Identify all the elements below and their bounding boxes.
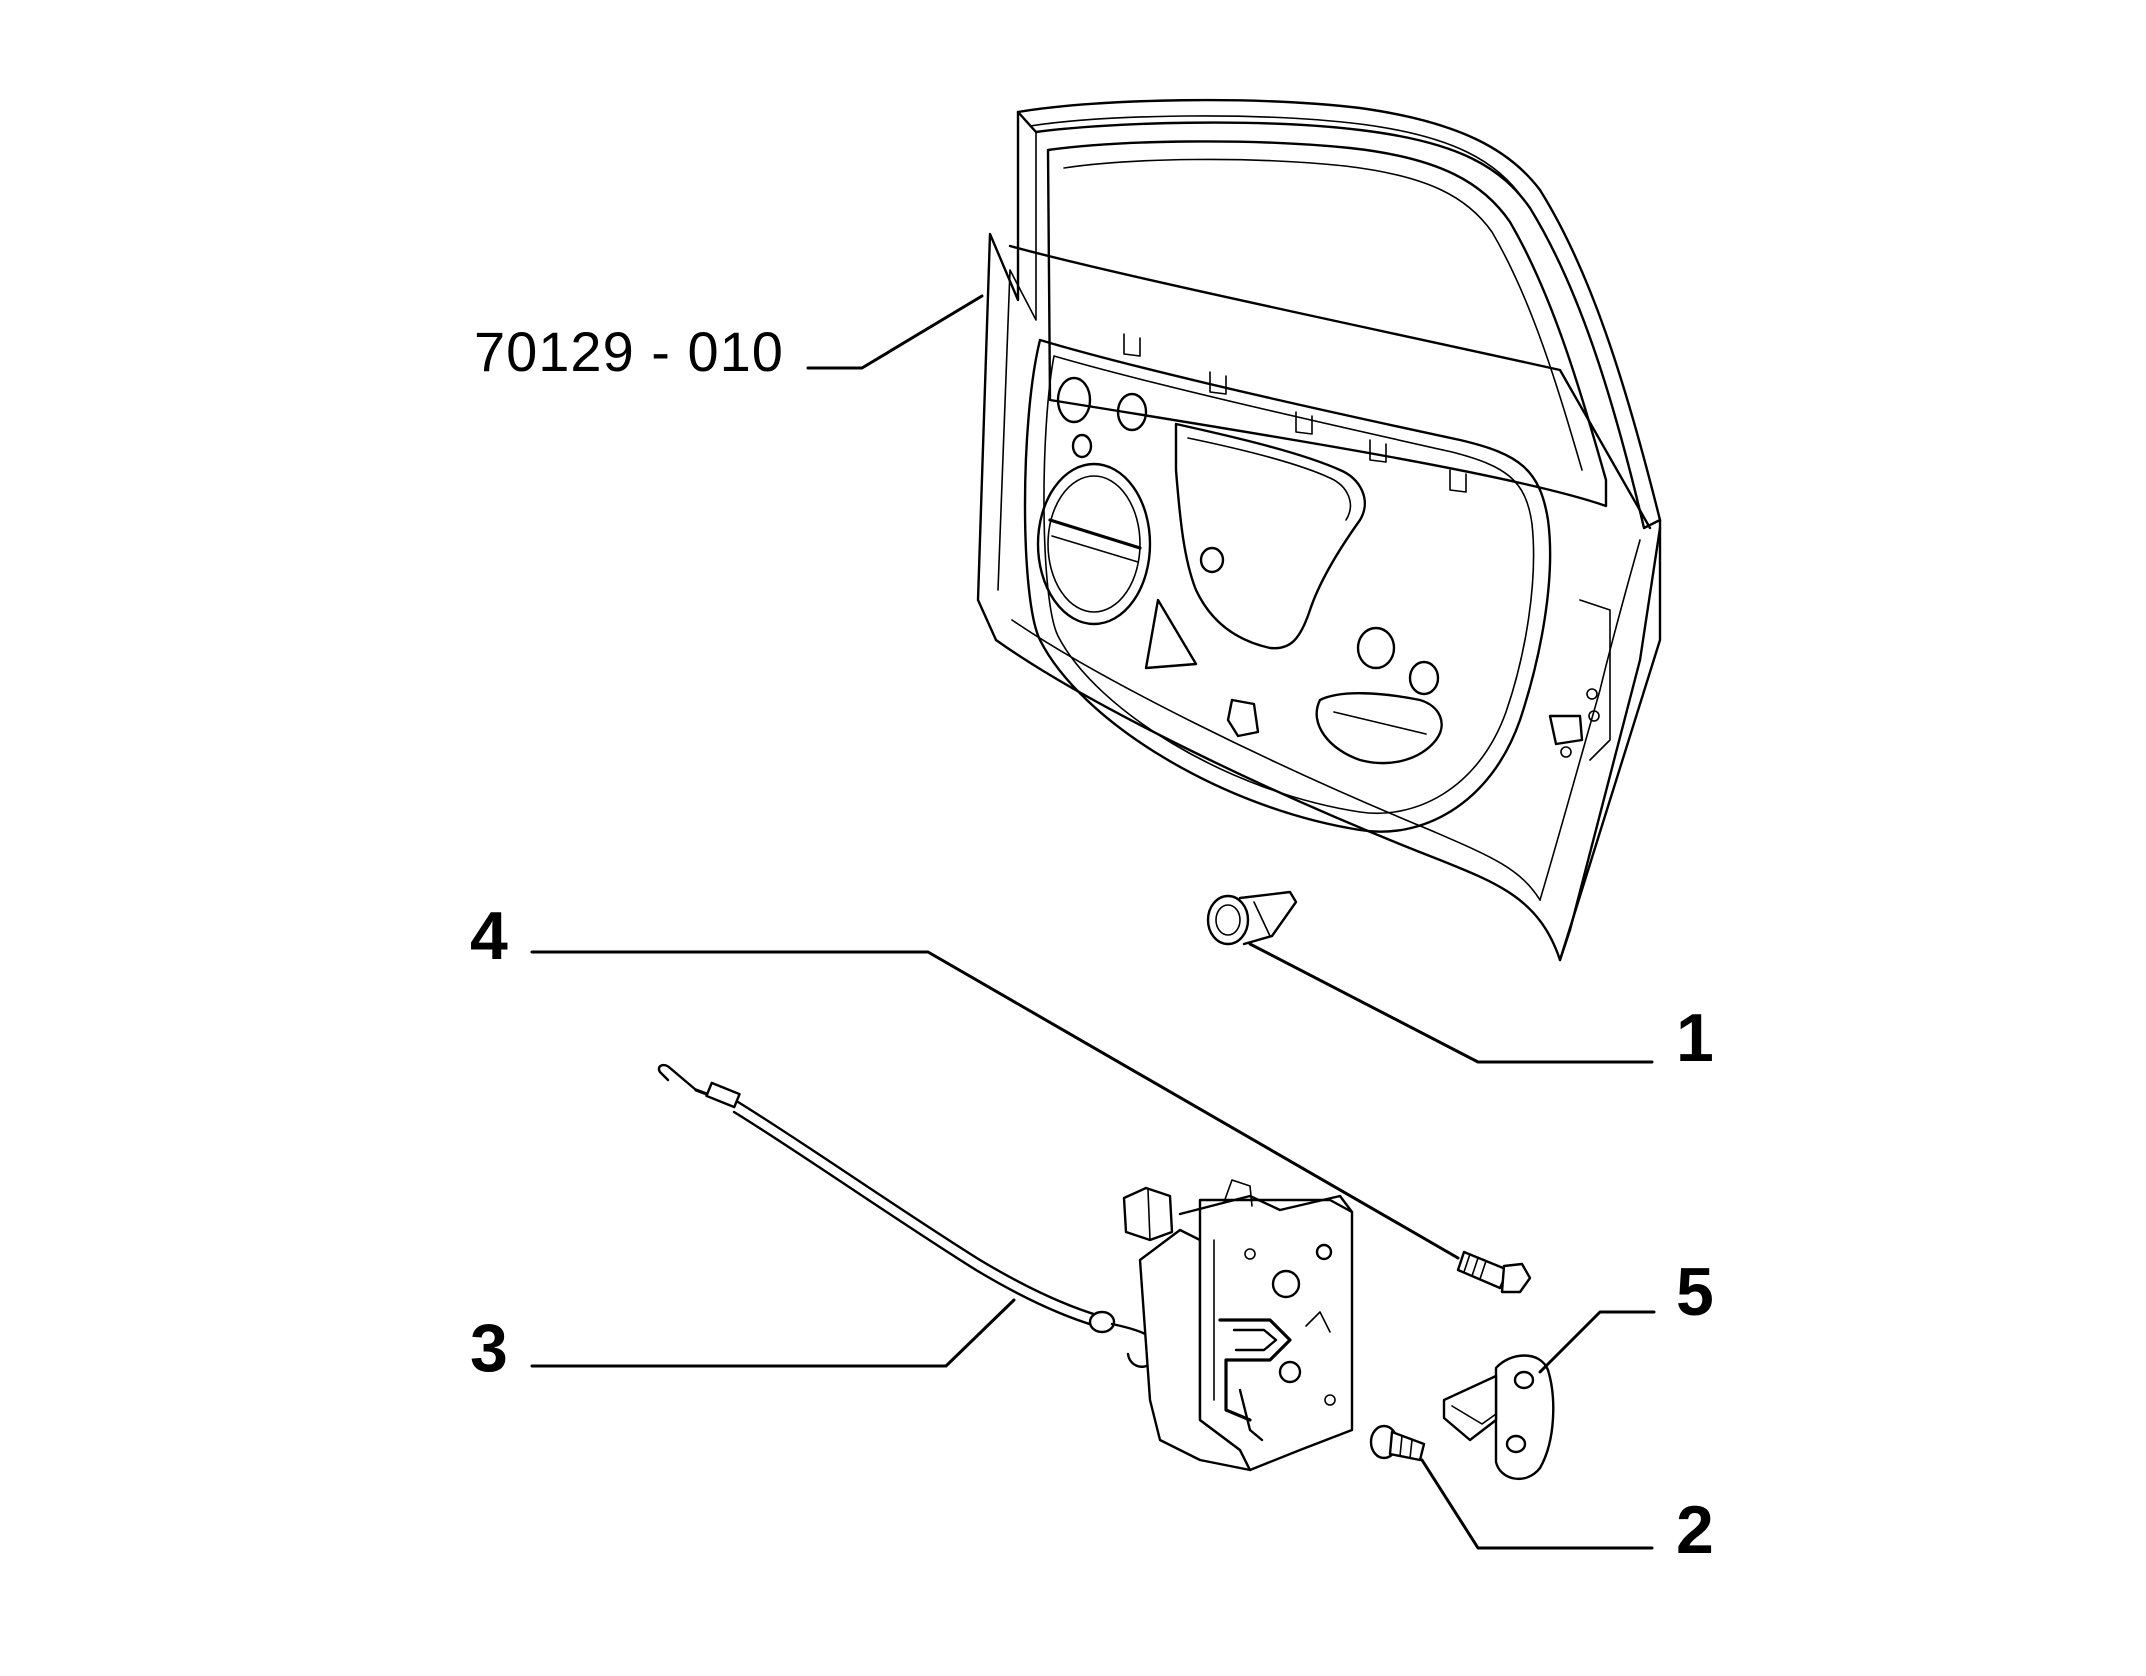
aperture-hole: [1199, 546, 1225, 574]
lower-slot-opening: [1315, 692, 1443, 765]
screw-shank: [1388, 1430, 1426, 1462]
latch-hole-small-4: [1244, 1248, 1256, 1260]
latch-hole-small-2: [1278, 1360, 1302, 1384]
latch-rib-2: [1305, 1311, 1331, 1333]
door-rear-edge: [1558, 526, 1662, 962]
lower-slot-inner: [1333, 711, 1427, 735]
striker-arm-edge: [1451, 1405, 1497, 1425]
speaker-opening-inner: [1047, 475, 1141, 613]
leader-part-2: [1420, 1458, 1654, 1550]
speaker-grille-line: [1051, 535, 1139, 563]
hole-upper-2: [1116, 392, 1148, 432]
clip-head: [1206, 894, 1250, 946]
leader-part-1: [1248, 942, 1654, 1064]
leader-lines: [530, 294, 1656, 1550]
hole-upper-1: [1056, 376, 1092, 424]
bolt-thread-2: [1471, 1257, 1479, 1277]
latch-hole-1: [1586, 688, 1598, 700]
striker-hole-2: [1505, 1434, 1527, 1454]
screw-drawing: [1369, 1424, 1426, 1462]
part-label-1: 1: [1676, 1000, 1714, 1076]
lower-square-opening: [1226, 698, 1260, 738]
door-window-frame-outer: [1016, 98, 1662, 530]
plastic-clip-drawing: [1206, 890, 1298, 946]
latch-connector: [1122, 1186, 1174, 1242]
clip-head-inner: [1215, 904, 1241, 936]
speaker-opening: [1036, 462, 1152, 626]
part-label-3: 3: [470, 1310, 508, 1386]
belt-tab-3: [1295, 411, 1313, 435]
cable-sheath-bottom: [732, 1110, 1098, 1328]
latch-hole-3: [1560, 746, 1572, 758]
belt-tab-1: [1123, 333, 1141, 357]
striker-arm: [1442, 1374, 1498, 1442]
cable-sheath-top: [736, 1100, 1102, 1318]
part-label-5: 5: [1676, 1254, 1714, 1330]
cable-end-fitting: [705, 1081, 741, 1109]
door-panel-drawing: [976, 98, 1662, 962]
latch-housing-front: [1198, 1198, 1354, 1472]
inner-panel-boundary-rim: [1043, 355, 1535, 814]
latch-claw-inner: [1232, 1328, 1278, 1352]
central-aperture-inner: [1187, 437, 1352, 521]
striker-plate-drawing: [1442, 1354, 1555, 1481]
leader-panel: [806, 294, 984, 370]
latch-lever: [1238, 1388, 1264, 1442]
latch-claw-slot: [1218, 1318, 1292, 1422]
latch-hole-small-3: [1324, 1394, 1336, 1406]
screw-thread-1: [1399, 1435, 1403, 1457]
latch-connector-edge: [1147, 1189, 1151, 1241]
bolt-drawing: [1456, 1250, 1532, 1294]
belt-tab-2: [1209, 371, 1227, 395]
door-hinge-edge: [976, 110, 1020, 642]
striker-plate: [1494, 1354, 1555, 1481]
latch-hole-large: [1271, 1269, 1301, 1299]
latch-hole-small-1: [1315, 1243, 1333, 1261]
bolt-thread-3: [1479, 1260, 1487, 1280]
door-hinge-edge-inner: [997, 131, 1037, 591]
latch-top-plate: [1178, 1194, 1354, 1216]
latch-top-plate-tab: [1223, 1179, 1253, 1207]
belt-tab-5: [1449, 469, 1467, 493]
door-belt-line: [1008, 244, 1652, 530]
clip-body: [1238, 890, 1298, 946]
door-window-frame-inner-line: [1029, 115, 1525, 201]
door-window-opening-rim: [1063, 158, 1583, 471]
latch-hole-2: [1588, 710, 1600, 722]
bolt-thread-1: [1463, 1253, 1471, 1273]
belt-tab-4: [1369, 439, 1387, 463]
panel-reference-label: 70129 - 010: [474, 320, 784, 383]
cable-ferrule: [1088, 1310, 1116, 1334]
latch-recess: [1548, 714, 1584, 746]
hole-right-2: [1408, 660, 1440, 696]
striker-hole-1: [1513, 1370, 1535, 1390]
hole-right-1: [1356, 626, 1396, 670]
clip-body-edge: [1253, 901, 1271, 937]
door-latch-drawing: [1122, 1179, 1354, 1472]
door-lower-contour: [994, 518, 1662, 962]
triangle-opening: [1144, 598, 1198, 670]
door-rear-edge-inner: [1539, 539, 1641, 901]
speaker-grille-bar: [1048, 518, 1142, 550]
screw-thread-2: [1409, 1439, 1413, 1459]
part-label-4: 4: [470, 898, 508, 974]
cable-drawing: [657, 1063, 1158, 1368]
leader-part-3: [530, 1298, 1016, 1368]
hole-upper-3: [1071, 433, 1093, 459]
bolt-head: [1500, 1262, 1532, 1294]
inner-panel-boundary: [1023, 338, 1552, 833]
cable-hook: [657, 1063, 698, 1092]
leader-part-5: [1538, 1310, 1656, 1374]
door-lower-contour-inner: [1011, 619, 1541, 901]
leader-part-4: [530, 950, 1460, 1260]
central-aperture: [1174, 422, 1366, 650]
part-label-2: 2: [1676, 1492, 1714, 1568]
door-rear-flange: [1579, 599, 1611, 761]
